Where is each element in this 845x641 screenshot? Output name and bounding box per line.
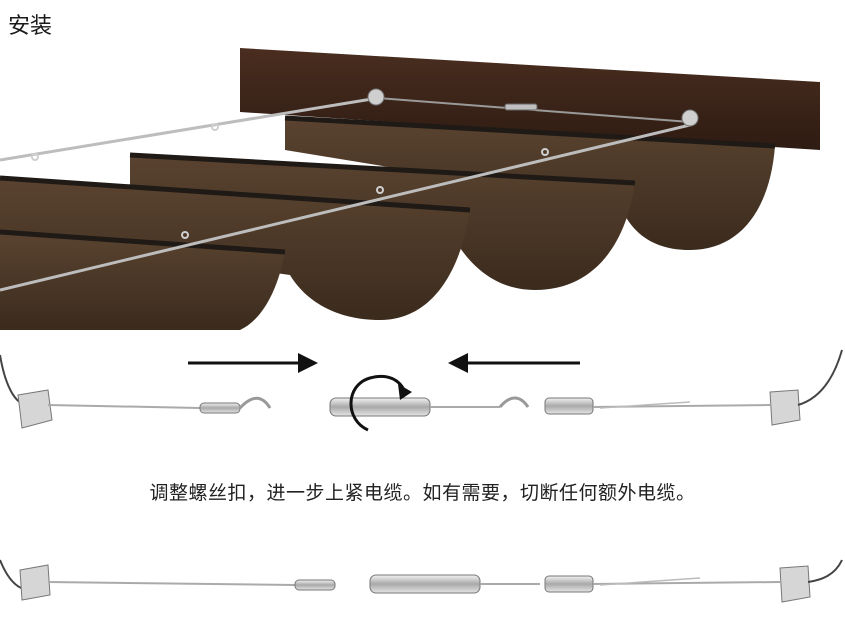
hook-icon <box>212 124 218 130</box>
turnbuckle-small <box>505 104 537 110</box>
eye-plate-icon <box>18 390 52 428</box>
hook-end <box>200 403 240 413</box>
hook-icon <box>32 154 38 160</box>
right-arrow-icon <box>298 353 318 373</box>
instruction-caption: 调整螺丝扣，进一步上紧电缆。如有需要，切断任何额外电缆。 <box>0 478 845 505</box>
wall-bracket-icon <box>368 89 384 105</box>
eye-plate-icon <box>780 566 810 602</box>
canopy-illustration <box>0 48 820 330</box>
cable-clamp <box>545 576 593 592</box>
tighten-arrows <box>188 353 580 373</box>
cable-assembly-after <box>0 560 842 602</box>
hook-end <box>295 580 335 590</box>
eye-plate-icon <box>770 390 800 425</box>
wall-bracket-icon <box>682 110 698 126</box>
left-arrow-icon <box>448 353 468 373</box>
turnbuckle-body <box>330 398 430 416</box>
eye-plate-icon <box>20 565 50 600</box>
turnbuckle-body <box>370 575 480 593</box>
cable-assembly-before <box>0 350 842 430</box>
cable-clamp <box>545 398 593 414</box>
